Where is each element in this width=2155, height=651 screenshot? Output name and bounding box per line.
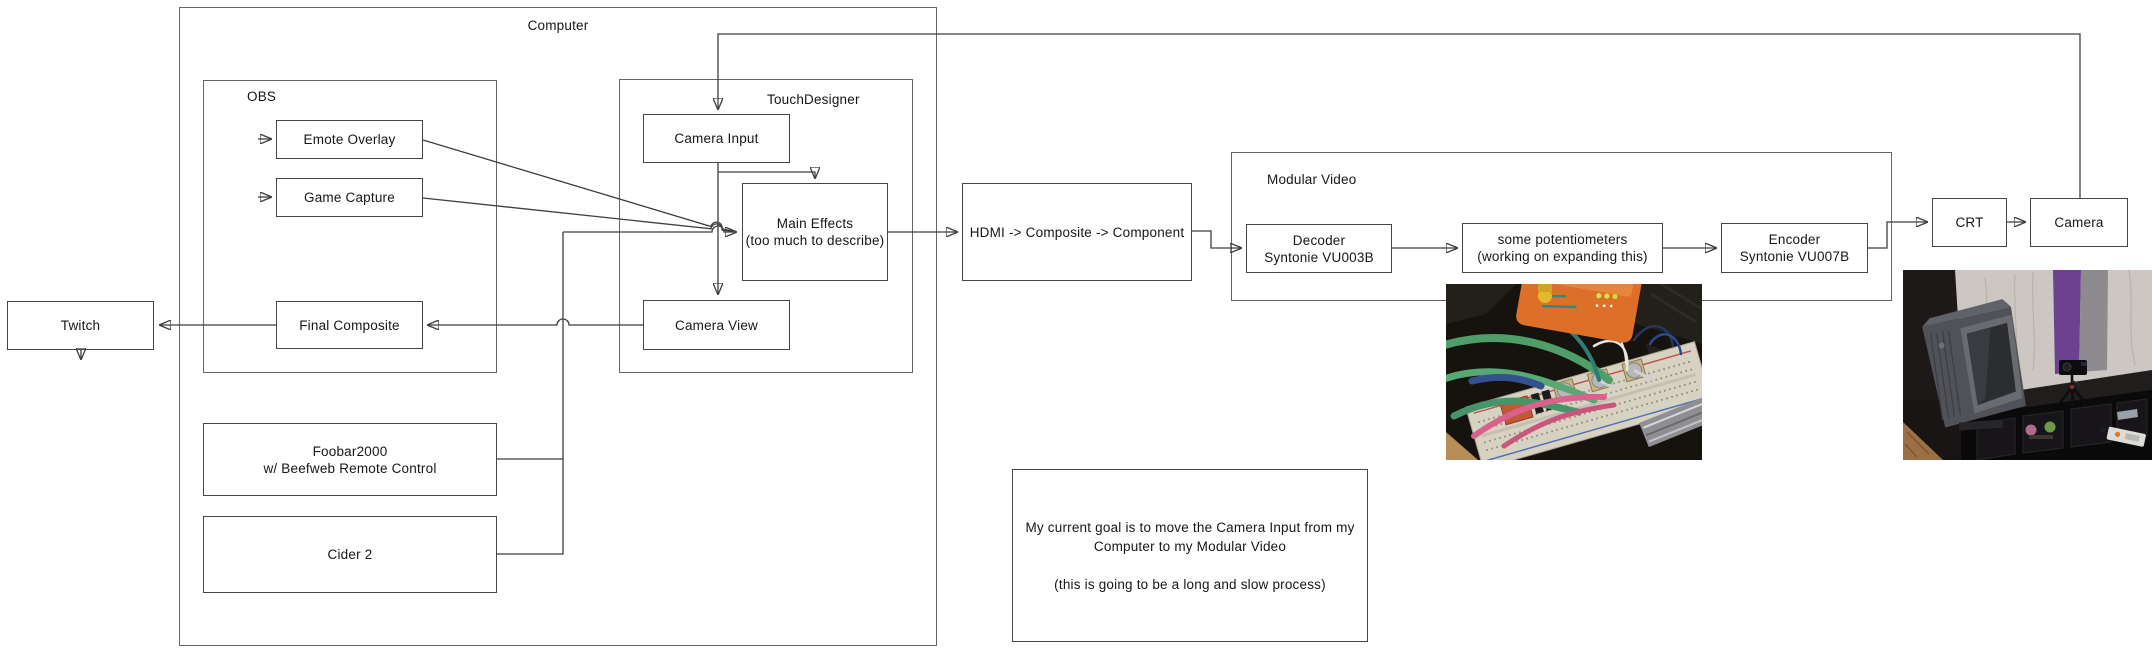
node-decoder: Decoder Syntonie VU003B [1246,224,1392,273]
camera-on-tripod [2057,360,2087,408]
note-text-goal: My current goal is to move the Camera In… [1025,519,1355,554]
yellow-rca-jack [1538,289,1552,303]
container-obs-title: OBS [247,89,277,104]
flag-purple-stripe [2053,270,2081,374]
node-cider-2: Cider 2 [203,516,497,593]
node-twitch: Twitch [7,301,154,350]
container-touchdesigner-title: TouchDesigner [767,92,860,107]
node-main-effects: Main Effects (too much to describe) [742,183,888,281]
breadboard-photo [1446,284,1702,460]
node-emote-overlay: Emote Overlay [276,120,423,159]
wood-floor [1903,422,1943,460]
white-remote [2106,426,2146,447]
node-potentiometers: some potentiometers (working on expandin… [1462,223,1663,273]
figurine-green [2044,421,2056,433]
node-camera: Camera [2030,198,2128,247]
note-text-process: (this is going to be a long and slow pro… [1054,576,1326,592]
node-foobar2000: Foobar2000 w/ Beefweb Remote Control [203,423,497,496]
node-game-capture: Game Capture [276,178,423,217]
node-camera-input: Camera Input [643,114,790,163]
container-computer-title: Computer [527,18,589,33]
figurine-pink [2025,424,2037,436]
note-box: My current goal is to move the Camera In… [1012,469,1368,642]
node-encoder: Encoder Syntonie VU007B [1721,223,1868,273]
metal-strip [1639,393,1702,448]
node-camera-view: Camera View [643,300,790,350]
small-card [2117,409,2138,420]
node-hdmi-converter: HDMI -> Composite -> Component [962,183,1192,281]
flag-gray-stripe [2079,270,2108,372]
node-crt: CRT [1932,198,2007,247]
crt-tv-shape [1922,299,2026,431]
patch-cables [1446,323,1683,449]
node-final-composite: Final Composite [276,301,423,349]
wood-corner [1446,432,1478,460]
breadboard-photo-art [1446,284,1702,460]
container-modular-video-title: Modular Video [1267,172,1357,187]
crt-setup-photo-art [1903,270,2152,460]
crt-setup-photo [1903,270,2152,460]
